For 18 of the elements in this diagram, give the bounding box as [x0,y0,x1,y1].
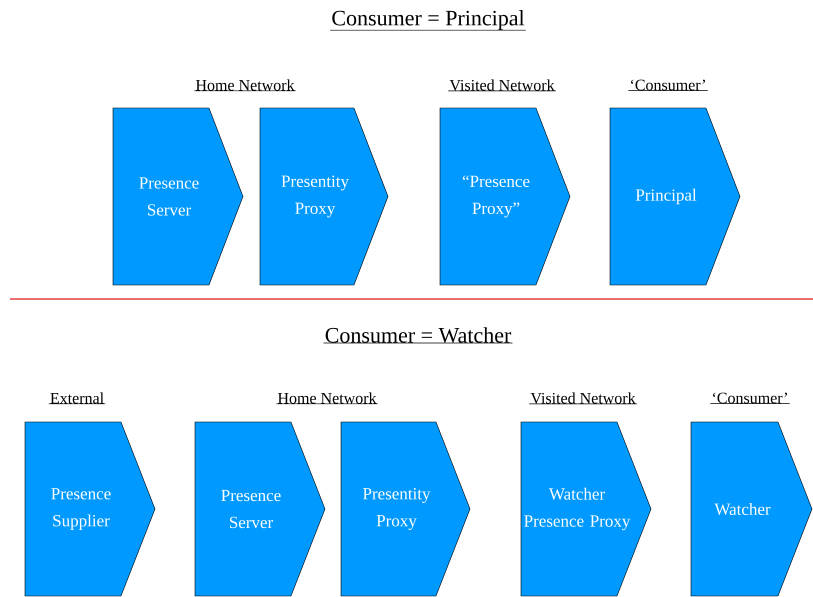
group-heading: Home Network [194,79,296,92]
group-heading: Visited Network [448,79,556,92]
chevron-box: Watcher [690,422,812,596]
chevron-box: Principal [610,108,740,286]
chevron-box: Presentity Proxy [260,108,388,286]
group-heading: Visited Network [528,392,638,404]
group-heading: ‘Consumer’ [710,392,790,404]
group-heading: Home Network [276,392,378,404]
chevron-box: Presence Server [112,108,244,286]
section-title: Consumer = Watcher [323,327,513,344]
group-heading: External [48,392,106,404]
chevron-box: Presence Supplier [24,422,156,596]
chevron-box: Watcher Presence Proxy [520,422,652,596]
section-title: Consumer = Principal [330,10,526,31]
chevron-box: “Presence Proxy” [440,108,570,286]
chevron-box: Presentity Proxy [340,422,470,596]
chevron-box: Presence Server [194,422,326,596]
group-heading: ‘Consumer’ [628,80,708,91]
